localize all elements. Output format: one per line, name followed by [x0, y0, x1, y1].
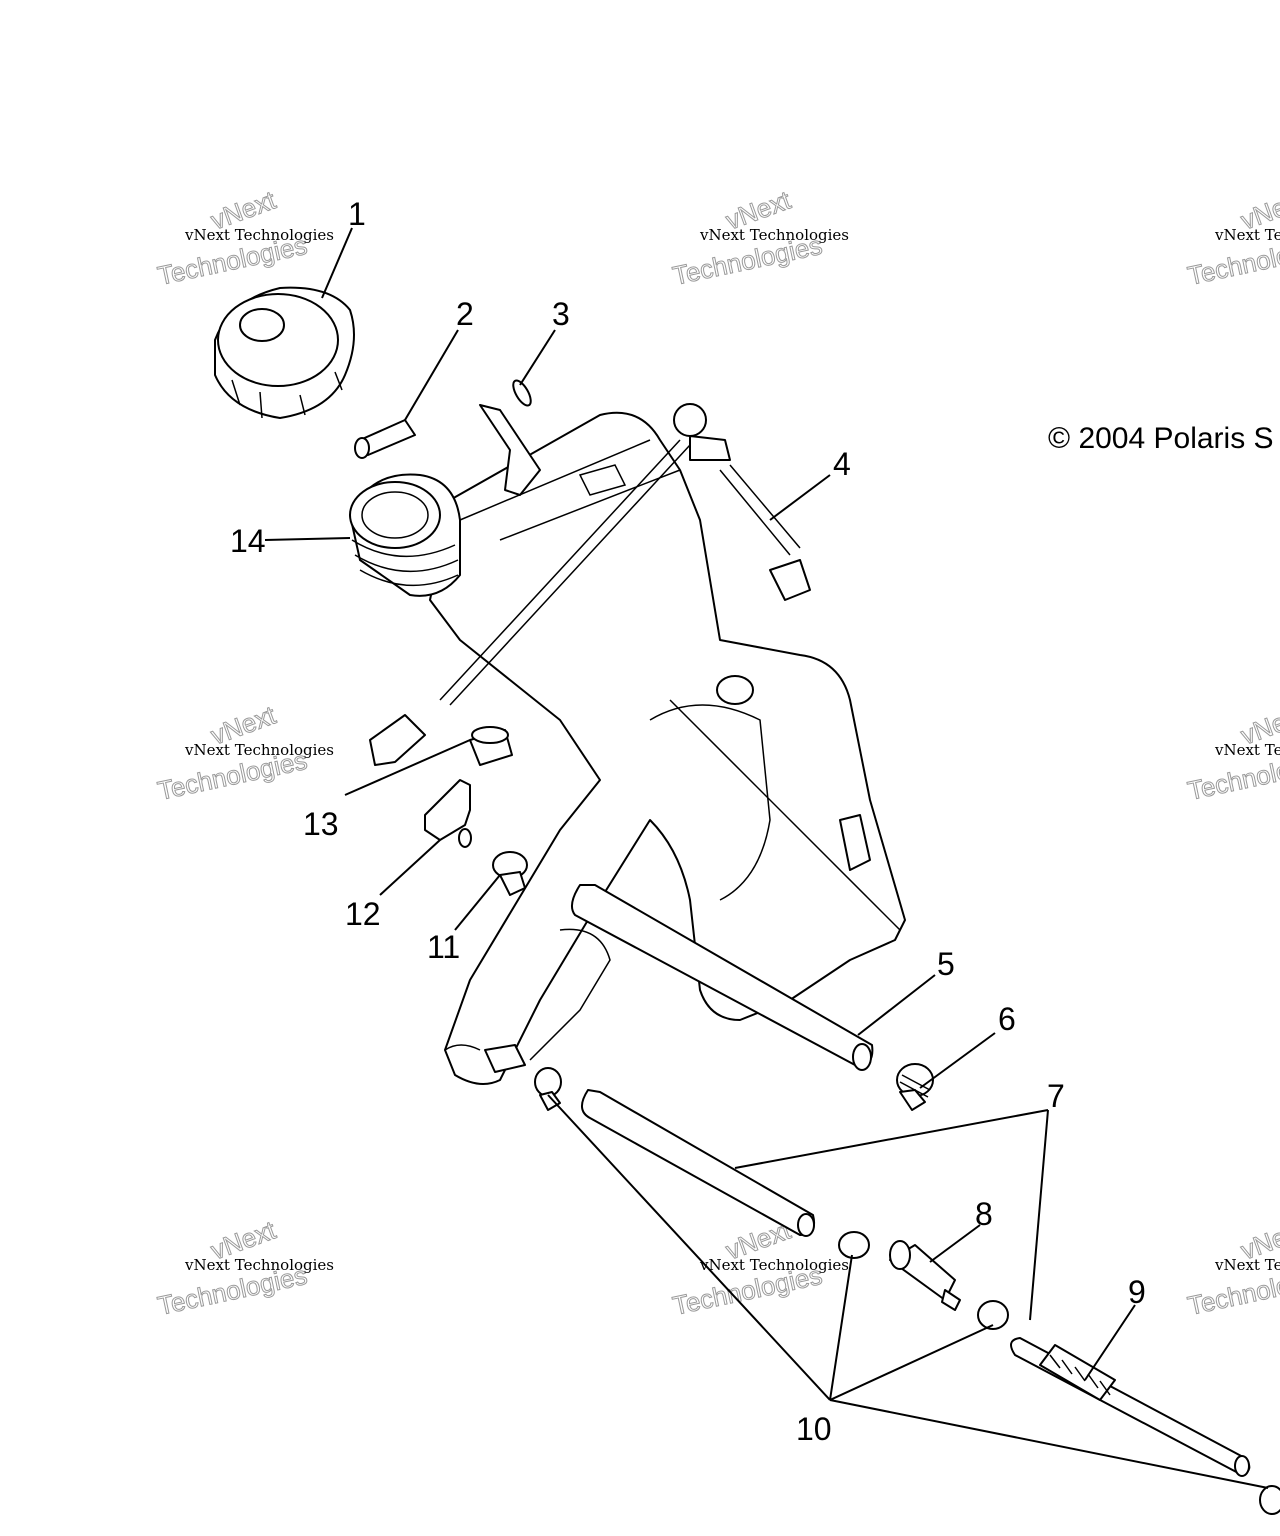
svg-text:vNext Technologies: vNext Technologies — [1214, 1256, 1280, 1274]
callout-12: 12 — [345, 896, 381, 932]
watermark-bottom-center: vNext vNext Technologies Technologies — [670, 1214, 850, 1321]
svg-text:vNext Technologies: vNext Technologies — [1214, 226, 1280, 244]
callout-8: 8 — [975, 1196, 993, 1232]
callout-6: 6 — [998, 1001, 1016, 1037]
watermark-top-center: vNext vNext Technologies Technologies — [670, 184, 850, 291]
svg-text:vNext Technologies: vNext Technologies — [184, 741, 334, 759]
callout-1: 1 — [348, 196, 366, 232]
watermark-bottom-right: vNext vNext Technologies Technologies — [1185, 1214, 1280, 1321]
callout-11: 11 — [427, 929, 460, 965]
callout-10: 10 — [796, 1411, 832, 1447]
callout-5: 5 — [937, 946, 955, 982]
hose-clamp-10-right — [1259, 1485, 1280, 1515]
washer — [512, 379, 532, 407]
watermark-mid-left: vNext vNext Technologies Technologies — [155, 699, 335, 806]
vent-pin — [354, 419, 416, 459]
callout-14: 14 — [230, 523, 266, 559]
callout-7: 7 — [1047, 1078, 1065, 1114]
filler-neck — [349, 473, 461, 597]
leader-lines — [264, 227, 1269, 1489]
callout-9: 9 — [1128, 1274, 1146, 1310]
hose-9 — [1010, 1337, 1251, 1477]
tank-bracket — [479, 404, 541, 496]
hose-5 — [570, 884, 874, 1071]
watermark-bottom-left: vNext vNext Technologies Technologies — [155, 1214, 335, 1321]
svg-text:vNext Technologies: vNext Technologies — [1214, 741, 1280, 759]
callout-4: 4 — [833, 446, 851, 482]
hose-clamp-11 — [492, 851, 528, 896]
svg-text:vNext Technologies: vNext Technologies — [184, 1256, 334, 1274]
watermark-top-right: vNext vNext Technologies Technologies — [1185, 184, 1280, 291]
callout-3: 3 — [552, 296, 570, 332]
elbow-fitting — [424, 779, 472, 848]
fuel-filter — [838, 1231, 1009, 1330]
hose-clamp-6 — [896, 1063, 934, 1111]
callout-13: 13 — [303, 806, 339, 842]
copyright-notice: © 2004 Polaris S — [1048, 422, 1274, 455]
watermark-mid-right: vNext vNext Technologies Technologies — [1185, 699, 1280, 806]
hose-7 — [581, 1089, 816, 1237]
fuel-cap — [214, 286, 355, 419]
callout-labels: 1 2 3 4 5 6 7 8 9 10 11 12 13 14 — [230, 196, 1146, 1447]
svg-text:vNext Technologies: vNext Technologies — [699, 1256, 849, 1274]
watermark-small: vNext Technologies — [184, 226, 334, 244]
grommet — [469, 726, 513, 766]
watermark-top-left: vNext vNext Technologies Technologies — [155, 184, 335, 291]
callout-2: 2 — [456, 296, 474, 332]
fuel-tank — [429, 411, 906, 1085]
tank-outlet-fitting — [484, 1044, 562, 1111]
svg-text:vNext Technologies: vNext Technologies — [699, 226, 849, 244]
fuel-sender — [369, 403, 811, 766]
